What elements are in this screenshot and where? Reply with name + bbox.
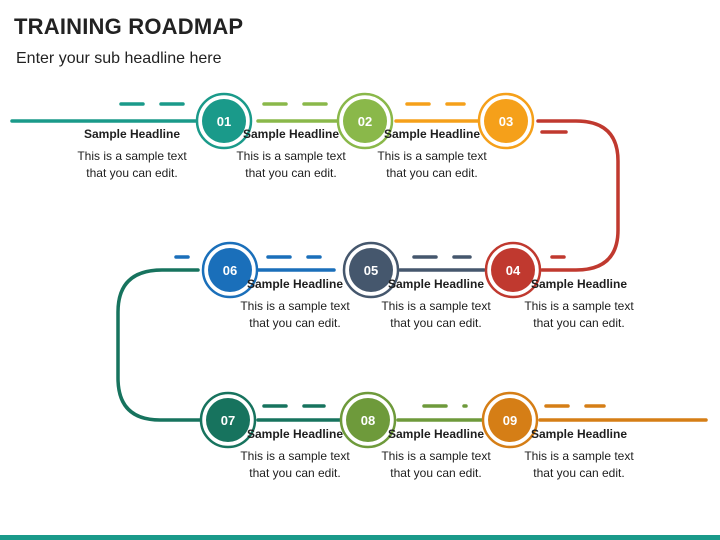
badge-number: 06 xyxy=(223,263,237,278)
step-07-badge: 07 xyxy=(199,391,257,449)
step-08-text: Sample Headline This is a sample text th… xyxy=(381,426,491,482)
curve-connector xyxy=(116,268,202,422)
step-03-text: Sample Headline This is a sample text th… xyxy=(377,126,487,182)
badge-fill xyxy=(488,398,532,442)
curve-connector xyxy=(536,119,620,272)
step-description: This is a sample text that you can edit. xyxy=(524,449,634,480)
badge-fill xyxy=(484,99,528,143)
step-description: This is a sample text that you can edit. xyxy=(236,149,346,180)
step-06-badge: 06 xyxy=(201,241,259,299)
step-05-badge: 05 xyxy=(342,241,400,299)
step-02-badge: 02 xyxy=(336,92,394,150)
step-headline: Sample Headline xyxy=(246,277,344,291)
step-description: This is a sample text that you can edit. xyxy=(240,449,350,480)
page-subtitle: Enter your sub headline here xyxy=(16,50,222,67)
step-04-text: Sample Headline This is a sample text th… xyxy=(524,276,634,332)
step-description: This is a sample text that you can edit. xyxy=(240,299,350,330)
badge-fill xyxy=(343,99,387,143)
badge-fill xyxy=(349,248,393,292)
badge-number: 08 xyxy=(361,413,375,428)
step-description: This is a sample text that you can edit. xyxy=(377,149,487,180)
step-headline: Sample Headline xyxy=(387,427,485,441)
step-description: This is a sample text that you can edit. xyxy=(77,149,187,180)
badge-fill xyxy=(491,248,535,292)
step-headline: Sample Headline xyxy=(383,127,481,141)
step-description: This is a sample text that you can edit. xyxy=(381,299,491,330)
roadmap-badges: 01 02 03 04 05 06 07 08 09 xyxy=(195,92,542,449)
roadmap-connectors xyxy=(10,102,708,422)
step-07-text: Sample Headline This is a sample text th… xyxy=(240,426,350,482)
step-04-badge: 04 xyxy=(484,241,542,299)
badge-fill xyxy=(208,248,252,292)
step-headline: Sample Headline xyxy=(530,427,628,441)
page-title: TRAINING ROADMAP xyxy=(14,14,244,39)
badge-fill xyxy=(346,398,390,442)
badge-number: 04 xyxy=(506,263,521,278)
step-05-text: Sample Headline This is a sample text th… xyxy=(381,276,491,332)
step-headline: Sample Headline xyxy=(530,277,628,291)
step-02-text: Sample Headline This is a sample text th… xyxy=(236,126,346,182)
step-headline: Sample Headline xyxy=(246,427,344,441)
step-08-badge: 08 xyxy=(339,391,397,449)
badge-number: 09 xyxy=(503,413,517,428)
badge-number: 01 xyxy=(217,114,231,129)
step-03-badge: 03 xyxy=(477,92,535,150)
step-headline: Sample Headline xyxy=(242,127,340,141)
step-headline: Sample Headline xyxy=(387,277,485,291)
footer-accent-bar xyxy=(0,535,720,540)
badge-number: 03 xyxy=(499,114,513,129)
step-09-text: Sample Headline This is a sample text th… xyxy=(524,426,634,482)
step-headline: Sample Headline xyxy=(83,127,181,141)
badge-number: 05 xyxy=(364,263,378,278)
badge-fill xyxy=(206,398,250,442)
badge-number: 07 xyxy=(221,413,235,428)
badge-number: 02 xyxy=(358,114,372,129)
step-01-text: Sample Headline This is a sample text th… xyxy=(77,126,187,182)
step-description: This is a sample text that you can edit. xyxy=(524,299,634,330)
step-06-text: Sample Headline This is a sample text th… xyxy=(240,276,350,332)
step-description: This is a sample text that you can edit. xyxy=(381,449,491,480)
step-01-badge: 01 xyxy=(195,92,253,150)
badge-fill xyxy=(202,99,246,143)
step-09-badge: 09 xyxy=(481,391,539,449)
